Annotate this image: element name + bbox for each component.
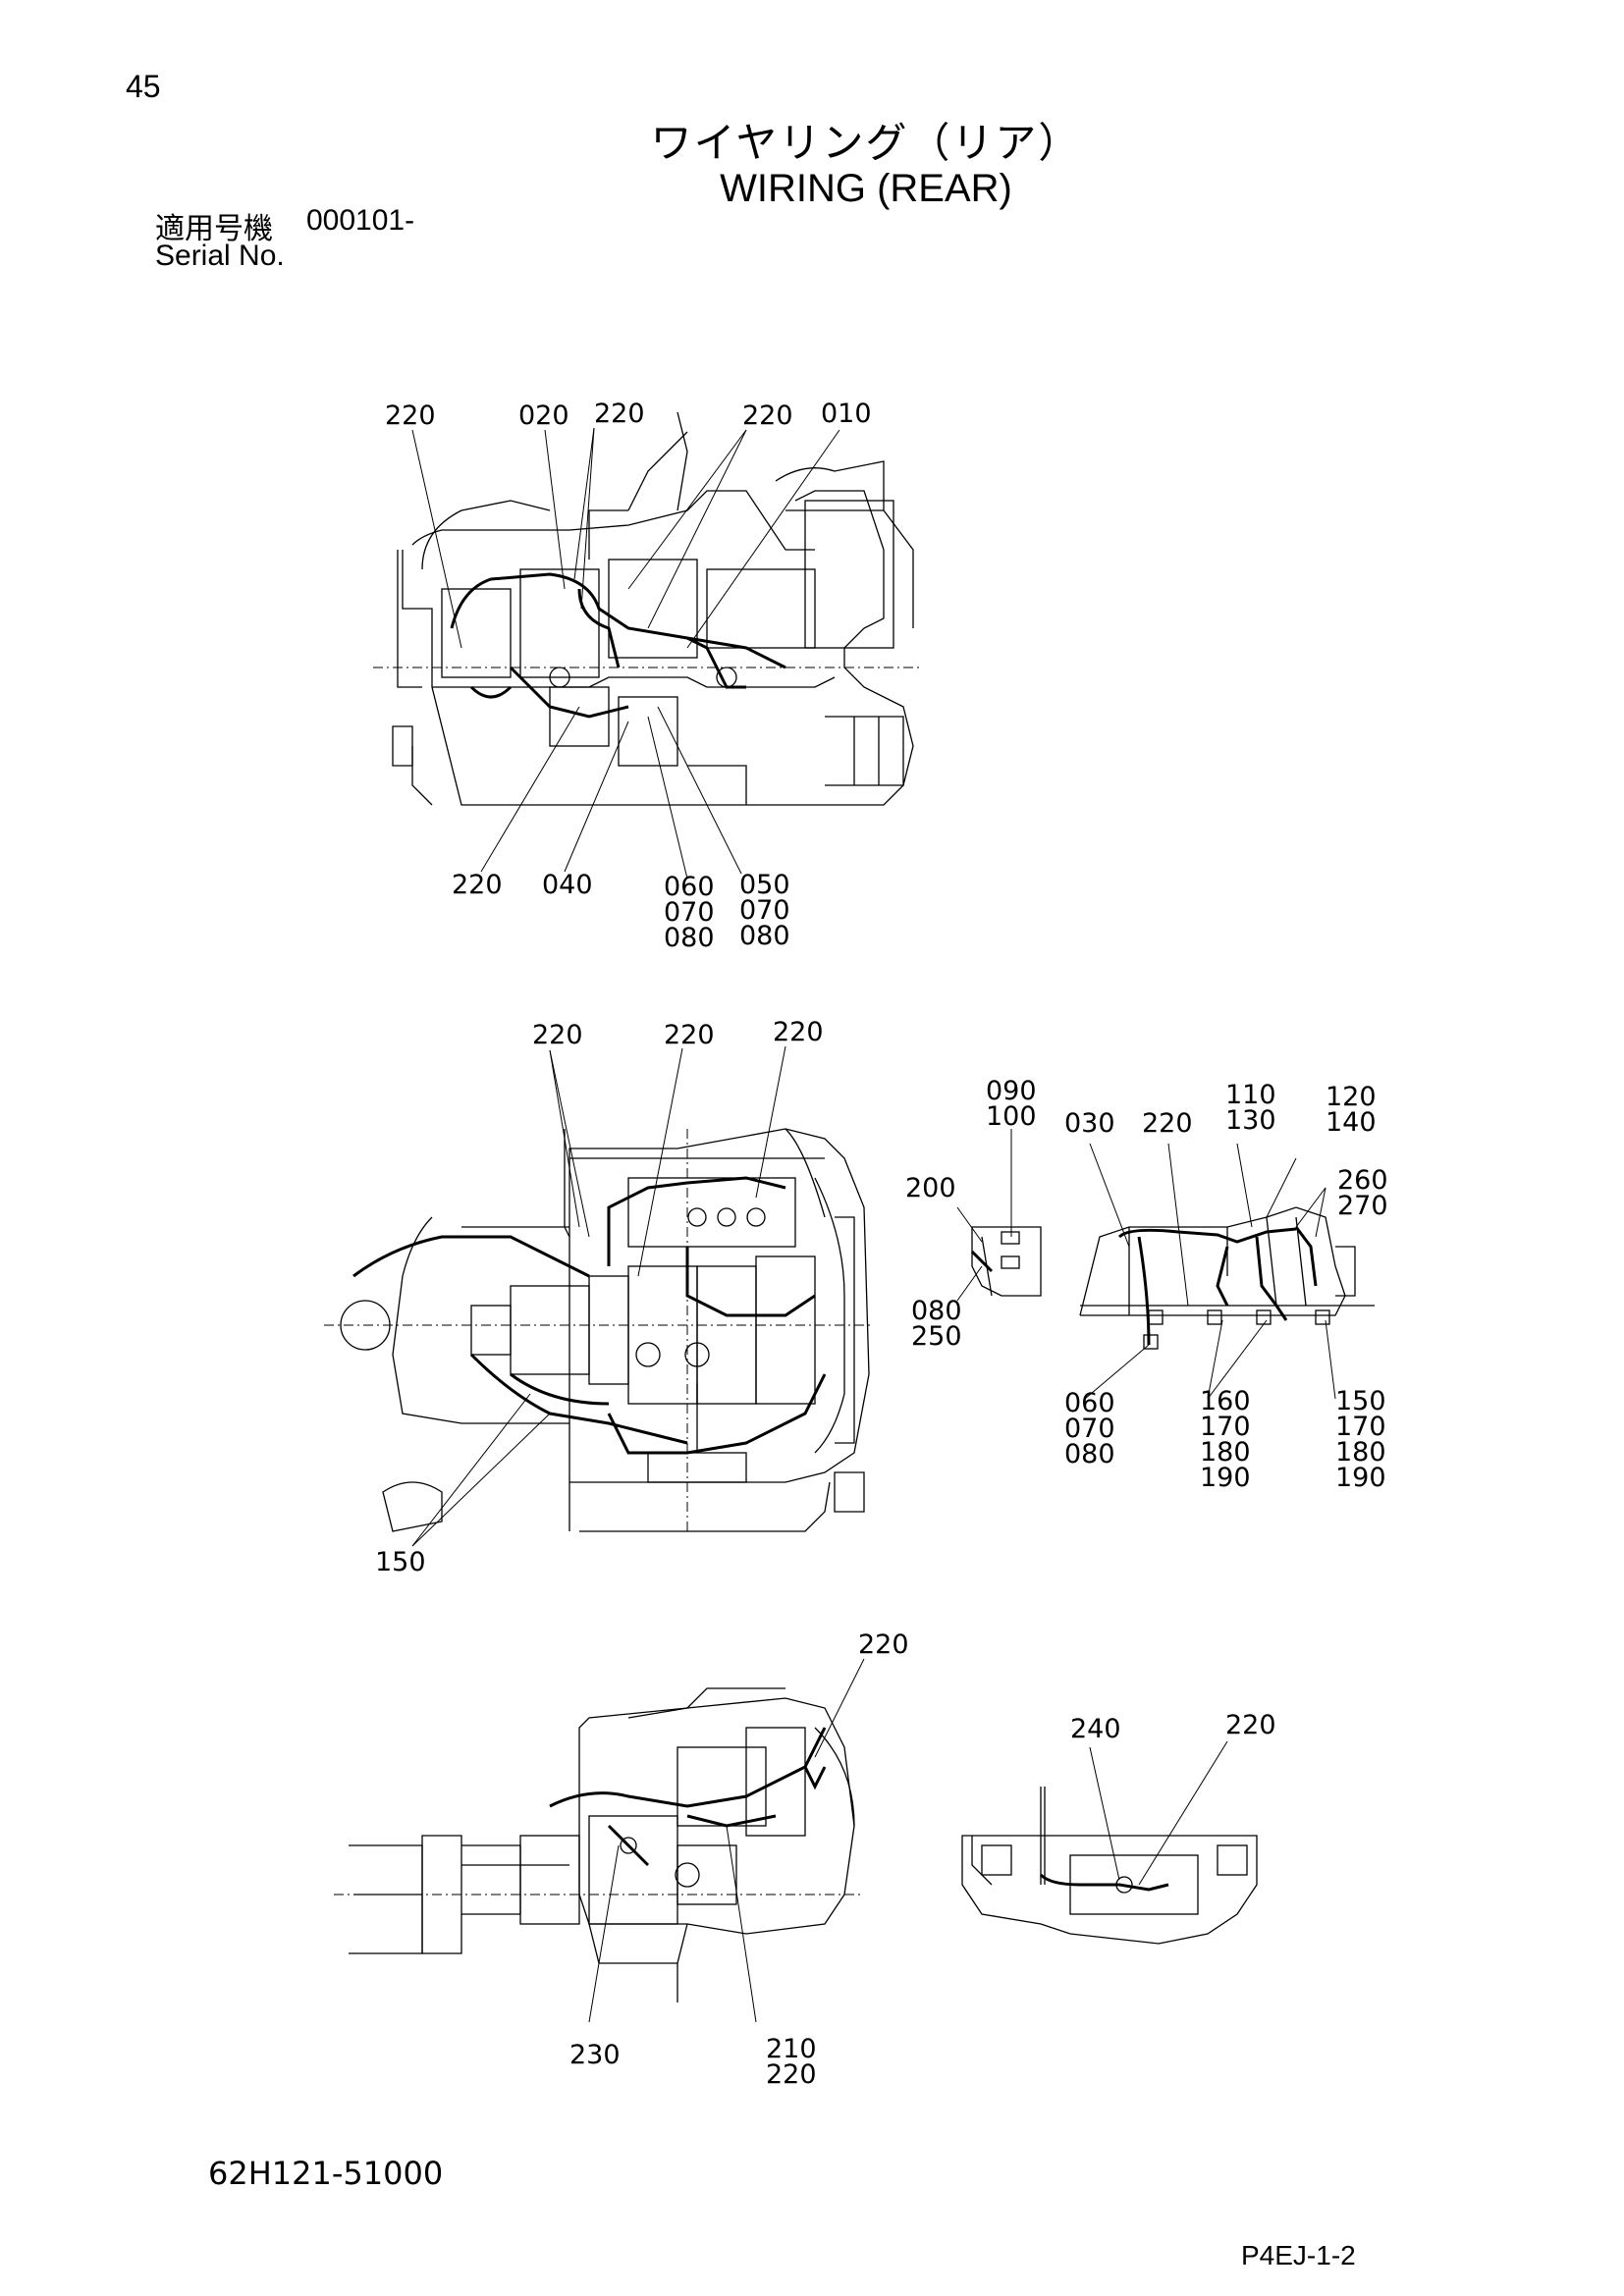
label-side-050: 050 [739, 870, 790, 900]
label-top-220-c: 220 [773, 1017, 824, 1047]
label-side-220-d: 220 [452, 870, 503, 900]
label-rear-240: 240 [1070, 1714, 1121, 1744]
label-top-150: 150 [375, 1547, 426, 1577]
title-english: WIRING (REAR) [720, 167, 1012, 210]
label-right-150: 150 [1335, 1386, 1386, 1416]
label-right-190-b: 190 [1335, 1463, 1386, 1493]
label-right-070-a: 070 [1064, 1414, 1115, 1444]
label-right-190-a: 190 [1200, 1463, 1251, 1493]
label-right-080: 080 [1064, 1439, 1115, 1469]
rear-view-drawing [961, 1787, 1258, 1945]
serial-label-japanese: 適用号機 [155, 212, 273, 246]
label-right-160: 160 [1200, 1386, 1251, 1416]
bottom-view-labels: 220 230 210 220 [569, 1629, 909, 2090]
label-bottom-210: 210 [766, 2034, 817, 2064]
bottom-view-leaders [588, 1658, 865, 2023]
detail-right-labels: 030 220 110 130 120 140 260 270 060 070 … [1064, 1080, 1388, 1493]
detail-small-labels: 090 100 200 080 250 [905, 1076, 1037, 1352]
detail-small-drawing [956, 1129, 1042, 1302]
side-view-labels: 220 020 220 220 010 220 040 060 070 080 … [385, 399, 872, 953]
serial-number-value: 000101- [306, 204, 415, 237]
label-detail-080: 080 [911, 1296, 962, 1326]
rear-view-labels: 240 220 [1070, 1710, 1276, 1744]
label-right-110: 110 [1225, 1080, 1276, 1110]
label-right-170-b: 170 [1335, 1412, 1386, 1442]
rear-view-leaders [1089, 1740, 1228, 1886]
label-right-220: 220 [1142, 1108, 1193, 1139]
label-right-180-a: 180 [1200, 1437, 1251, 1468]
label-side-020: 020 [518, 400, 569, 431]
label-side-220-a: 220 [385, 400, 436, 431]
label-right-170-a: 170 [1200, 1412, 1251, 1442]
side-view-drawing [373, 411, 923, 806]
label-right-130: 130 [1225, 1105, 1276, 1136]
bottom-view-drawing [334, 1687, 864, 2002]
label-right-180-b: 180 [1335, 1437, 1386, 1468]
label-side-060: 060 [664, 872, 715, 902]
side-view-leaders [411, 427, 840, 880]
top-view-leaders [411, 1045, 786, 1547]
top-view-drawing [324, 1128, 874, 1532]
label-detail-250: 250 [911, 1321, 962, 1352]
label-right-260: 260 [1337, 1165, 1388, 1196]
label-rear-220: 220 [1225, 1710, 1276, 1740]
part-number: 62H121-51000 [208, 2155, 444, 2192]
label-right-270: 270 [1337, 1191, 1388, 1221]
label-bottom-220-a: 220 [858, 1629, 909, 1660]
label-top-220-a: 220 [532, 1020, 583, 1050]
label-side-070-a: 070 [664, 897, 715, 928]
detail-right-leaders [1084, 1143, 1336, 1400]
label-bottom-230: 230 [569, 2040, 621, 2070]
label-side-010: 010 [821, 399, 872, 429]
label-bottom-220-b: 220 [766, 2059, 817, 2090]
label-top-220-b: 220 [664, 1020, 715, 1050]
label-detail-100: 100 [986, 1101, 1037, 1132]
label-right-120: 120 [1326, 1082, 1377, 1112]
detail-right-drawing [1079, 1206, 1375, 1350]
label-side-080-a: 080 [664, 923, 715, 953]
label-right-030: 030 [1064, 1108, 1115, 1139]
label-side-220-c: 220 [742, 400, 793, 431]
label-right-140: 140 [1326, 1107, 1377, 1138]
top-view-labels: 220 220 220 150 [375, 1017, 824, 1577]
page-number: 45 [126, 69, 161, 104]
label-side-040: 040 [542, 870, 593, 900]
label-detail-090: 090 [986, 1076, 1037, 1106]
page-code: P4EJ-1-2 [1241, 2240, 1356, 2270]
label-right-060: 060 [1064, 1388, 1115, 1418]
label-detail-200: 200 [905, 1173, 956, 1203]
title-japanese: ワイヤリング（リア） [650, 119, 1082, 167]
label-side-220-b: 220 [594, 399, 645, 429]
serial-label-english: Serial No. [155, 240, 285, 272]
label-side-080-b: 080 [739, 921, 790, 951]
label-side-070-b: 070 [739, 895, 790, 926]
